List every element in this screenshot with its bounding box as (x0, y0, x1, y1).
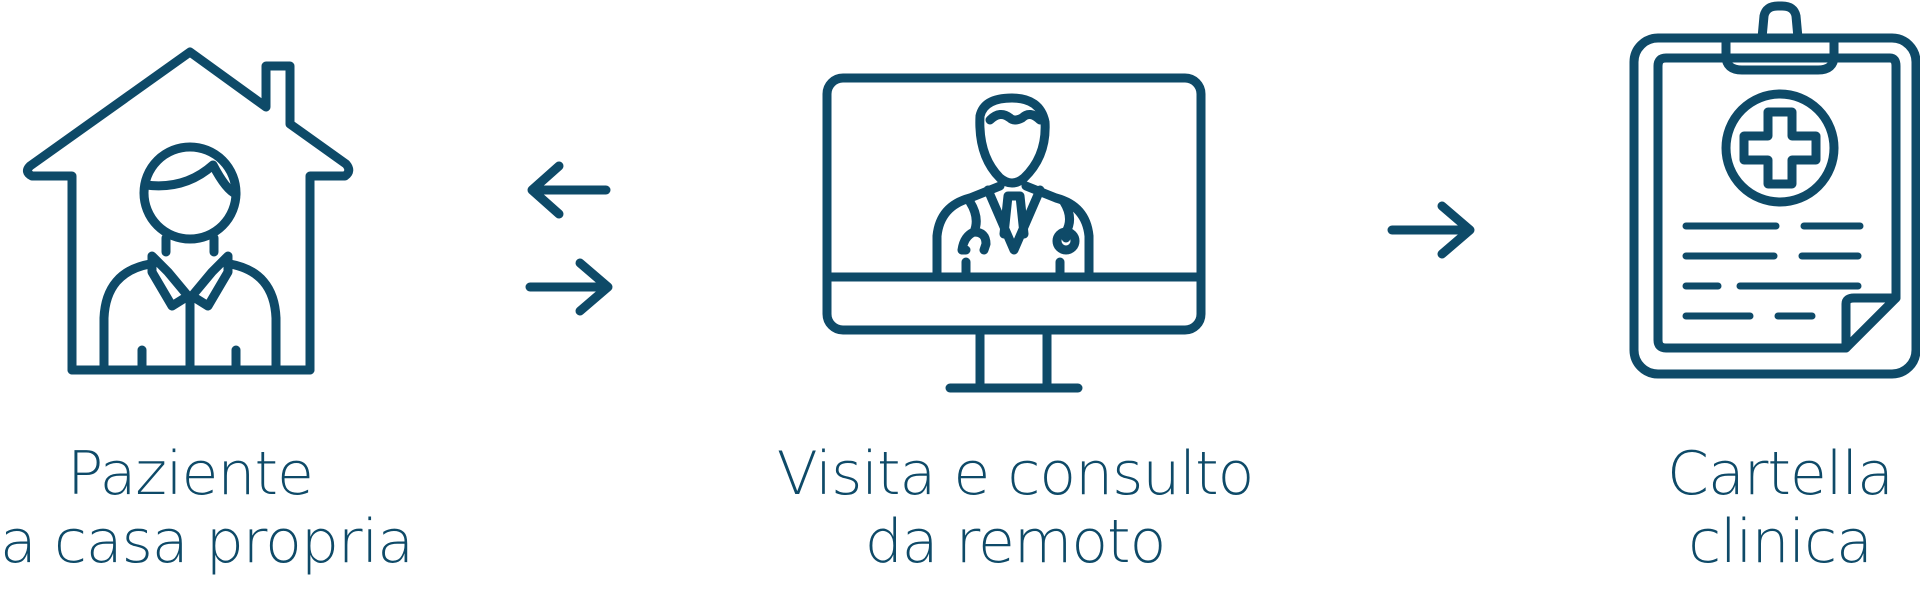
medical-circle (1721, 89, 1839, 207)
monitor-screen (822, 73, 1206, 335)
record-label-line1: Cartella (1667, 439, 1894, 509)
stethoscope-bell (1052, 227, 1080, 255)
record-lines (1682, 222, 1864, 320)
home-patient-icon (22, 47, 354, 375)
arrow-right-icon (1387, 201, 1475, 259)
monitor-doctor-icon (822, 73, 1206, 393)
arrow-right-icon (525, 258, 613, 316)
bidirectional-arrows-icon (525, 161, 613, 316)
clipboard-clip (1721, 1, 1839, 75)
record-corner (1841, 293, 1901, 353)
patient-collar (147, 251, 233, 311)
patient-body (99, 259, 281, 375)
visit-label-line1: Visita e consulto (776, 439, 1255, 509)
doctor-head (975, 93, 1050, 188)
patient-head (139, 142, 241, 244)
clipboard-medical-record-icon (1629, 1, 1920, 379)
monitor-stand (975, 325, 1052, 393)
house-outline (22, 47, 354, 375)
doctor-tie (983, 185, 1045, 255)
remote-visit-label: Visita e consulto da remoto (760, 440, 1270, 576)
patient-label-line2: a casa propria (0, 507, 414, 577)
record-sheet (1653, 53, 1901, 353)
arrow-left-icon (527, 161, 611, 219)
record-label-line2: clinica (1688, 507, 1873, 577)
patient-neck (161, 233, 219, 257)
patient-at-home-label: Paziente a casa propria (0, 439, 414, 577)
visit-label-line2: da remoto (864, 507, 1167, 577)
medical-record-label: Cartella clinica (1640, 440, 1920, 576)
patient-hair (141, 160, 241, 199)
doctor-hair (985, 110, 1045, 125)
patient-label-line1: Paziente (67, 439, 314, 509)
clipboard-board (1629, 33, 1920, 379)
medical-cross (1739, 107, 1821, 189)
